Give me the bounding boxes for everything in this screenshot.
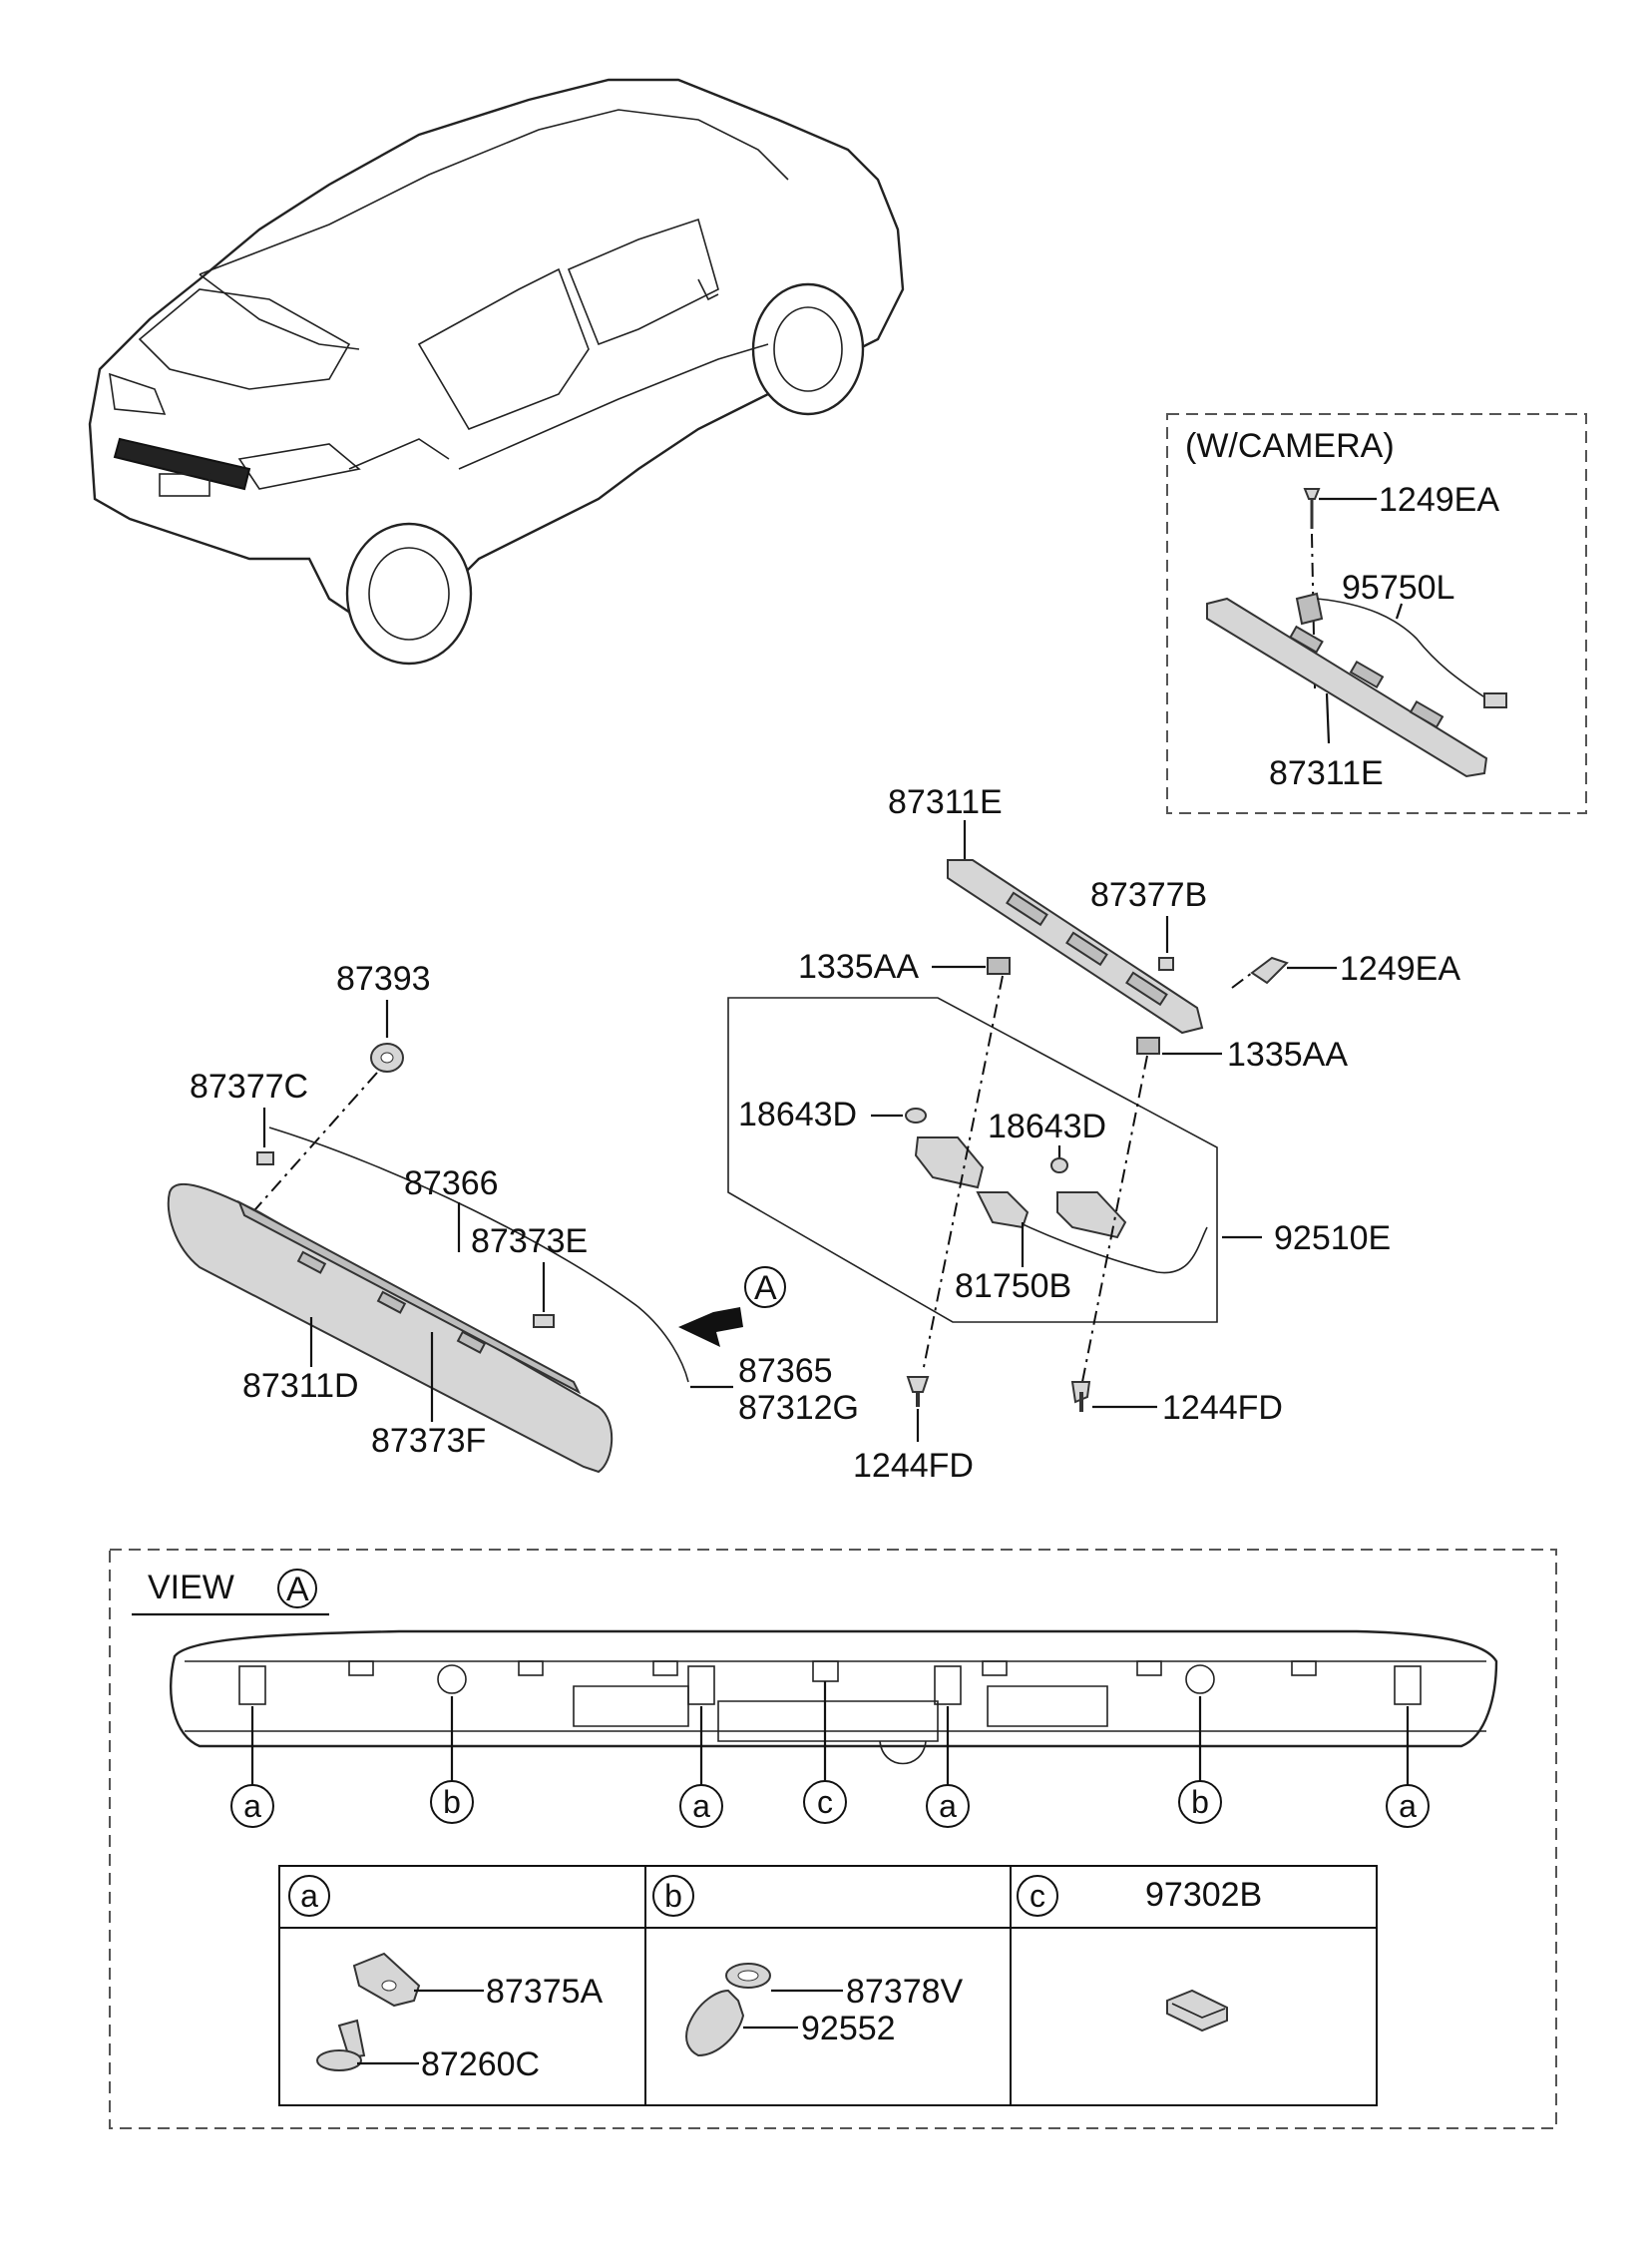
table-a-part-2: 87260C <box>421 2045 540 2083</box>
label-87366: 87366 <box>404 1164 499 1202</box>
table-b-part-1: 87378V <box>846 1973 964 2011</box>
view-title: VIEW <box>148 1569 234 1606</box>
label-87365: 87365 <box>738 1352 833 1390</box>
with-camera-panel: (W/CAMERA) 1249EA 95750L 87311E <box>1166 413 1587 814</box>
table-col-b-letter: b <box>664 1878 682 1914</box>
label-87373E: 87373E <box>471 1222 588 1260</box>
label-cam-1249EA: 1249EA <box>1379 481 1499 519</box>
label-92510E: 92510E <box>1274 1219 1391 1257</box>
screw-1244FD-left <box>906 1376 930 1407</box>
license-lamp-assembly: 87311E 87377B 1335AA 1249EA 1335AA 18643… <box>727 783 1460 1485</box>
vehicle-illustration <box>88 78 905 666</box>
camera-box-border <box>1166 413 1587 814</box>
label-87393: 87393 <box>336 960 431 998</box>
table-b-part-2: 92552 <box>801 2010 896 2047</box>
view-A-panel: VIEW A <box>109 1549 1557 2129</box>
callout-b-2: b <box>1191 1784 1209 1820</box>
label-87311D: 87311D <box>242 1367 359 1405</box>
callout-a-2: a <box>692 1788 710 1824</box>
label-cam-95750L: 95750L <box>1342 569 1454 607</box>
camera-garnish-87311E <box>1206 592 1488 778</box>
garnish-87311E <box>947 859 1204 1035</box>
callout-a-3: a <box>939 1788 957 1824</box>
label-1249EA: 1249EA <box>1340 950 1460 988</box>
callout-c: c <box>817 1784 833 1820</box>
legend-table: a b c 97302B 87375A 87260C 87378V 92 <box>278 1865 1378 2106</box>
label-87311E: 87311E <box>888 783 1003 821</box>
label-1244FD-right: 1244FD <box>1162 1389 1283 1427</box>
label-cam-87311E: 87311E <box>1269 754 1384 792</box>
label-18643D-left: 18643D <box>738 1096 857 1133</box>
rear-garnish-assembly: 87393 87377C 87366 87373E 87311D 87373F … <box>167 960 859 1474</box>
table-col-c-part: 97302B <box>1145 1876 1262 1914</box>
camera-box-title: (W/CAMERA) <box>1185 427 1395 465</box>
view-panel-border <box>109 1549 1557 2129</box>
garnish-back-view <box>169 1629 1498 1765</box>
label-81750B: 81750B <box>955 1267 1071 1305</box>
label-18643D-right: 18643D <box>988 1108 1106 1145</box>
table-col-a-letter: a <box>300 1878 318 1914</box>
label-87373F: 87373F <box>371 1422 486 1460</box>
camera-screw-1249EA <box>1303 488 1321 529</box>
table-a-part-1: 87375A <box>486 1973 604 2011</box>
label-87377B: 87377B <box>1090 876 1207 914</box>
lamp-group-outline <box>727 997 1218 1323</box>
arrow-A-letter: A <box>754 1269 777 1307</box>
callout-a-4: a <box>1399 1788 1417 1824</box>
label-1335AA-left: 1335AA <box>798 948 919 986</box>
table-col-c-letter: c <box>1030 1878 1045 1914</box>
label-87377C: 87377C <box>190 1068 308 1106</box>
callout-a-1: a <box>243 1788 261 1824</box>
callout-row: a b a c a b a <box>230 1780 1430 1828</box>
label-1335AA-right: 1335AA <box>1227 1036 1348 1074</box>
view-A-letter: A <box>286 1571 309 1608</box>
view-A-arrow: A <box>678 1266 786 1347</box>
callout-b-1: b <box>443 1784 461 1820</box>
label-87312G: 87312G <box>738 1389 859 1427</box>
screw-1244FD-right <box>1070 1381 1091 1412</box>
label-1244FD-left: 1244FD <box>853 1447 974 1485</box>
